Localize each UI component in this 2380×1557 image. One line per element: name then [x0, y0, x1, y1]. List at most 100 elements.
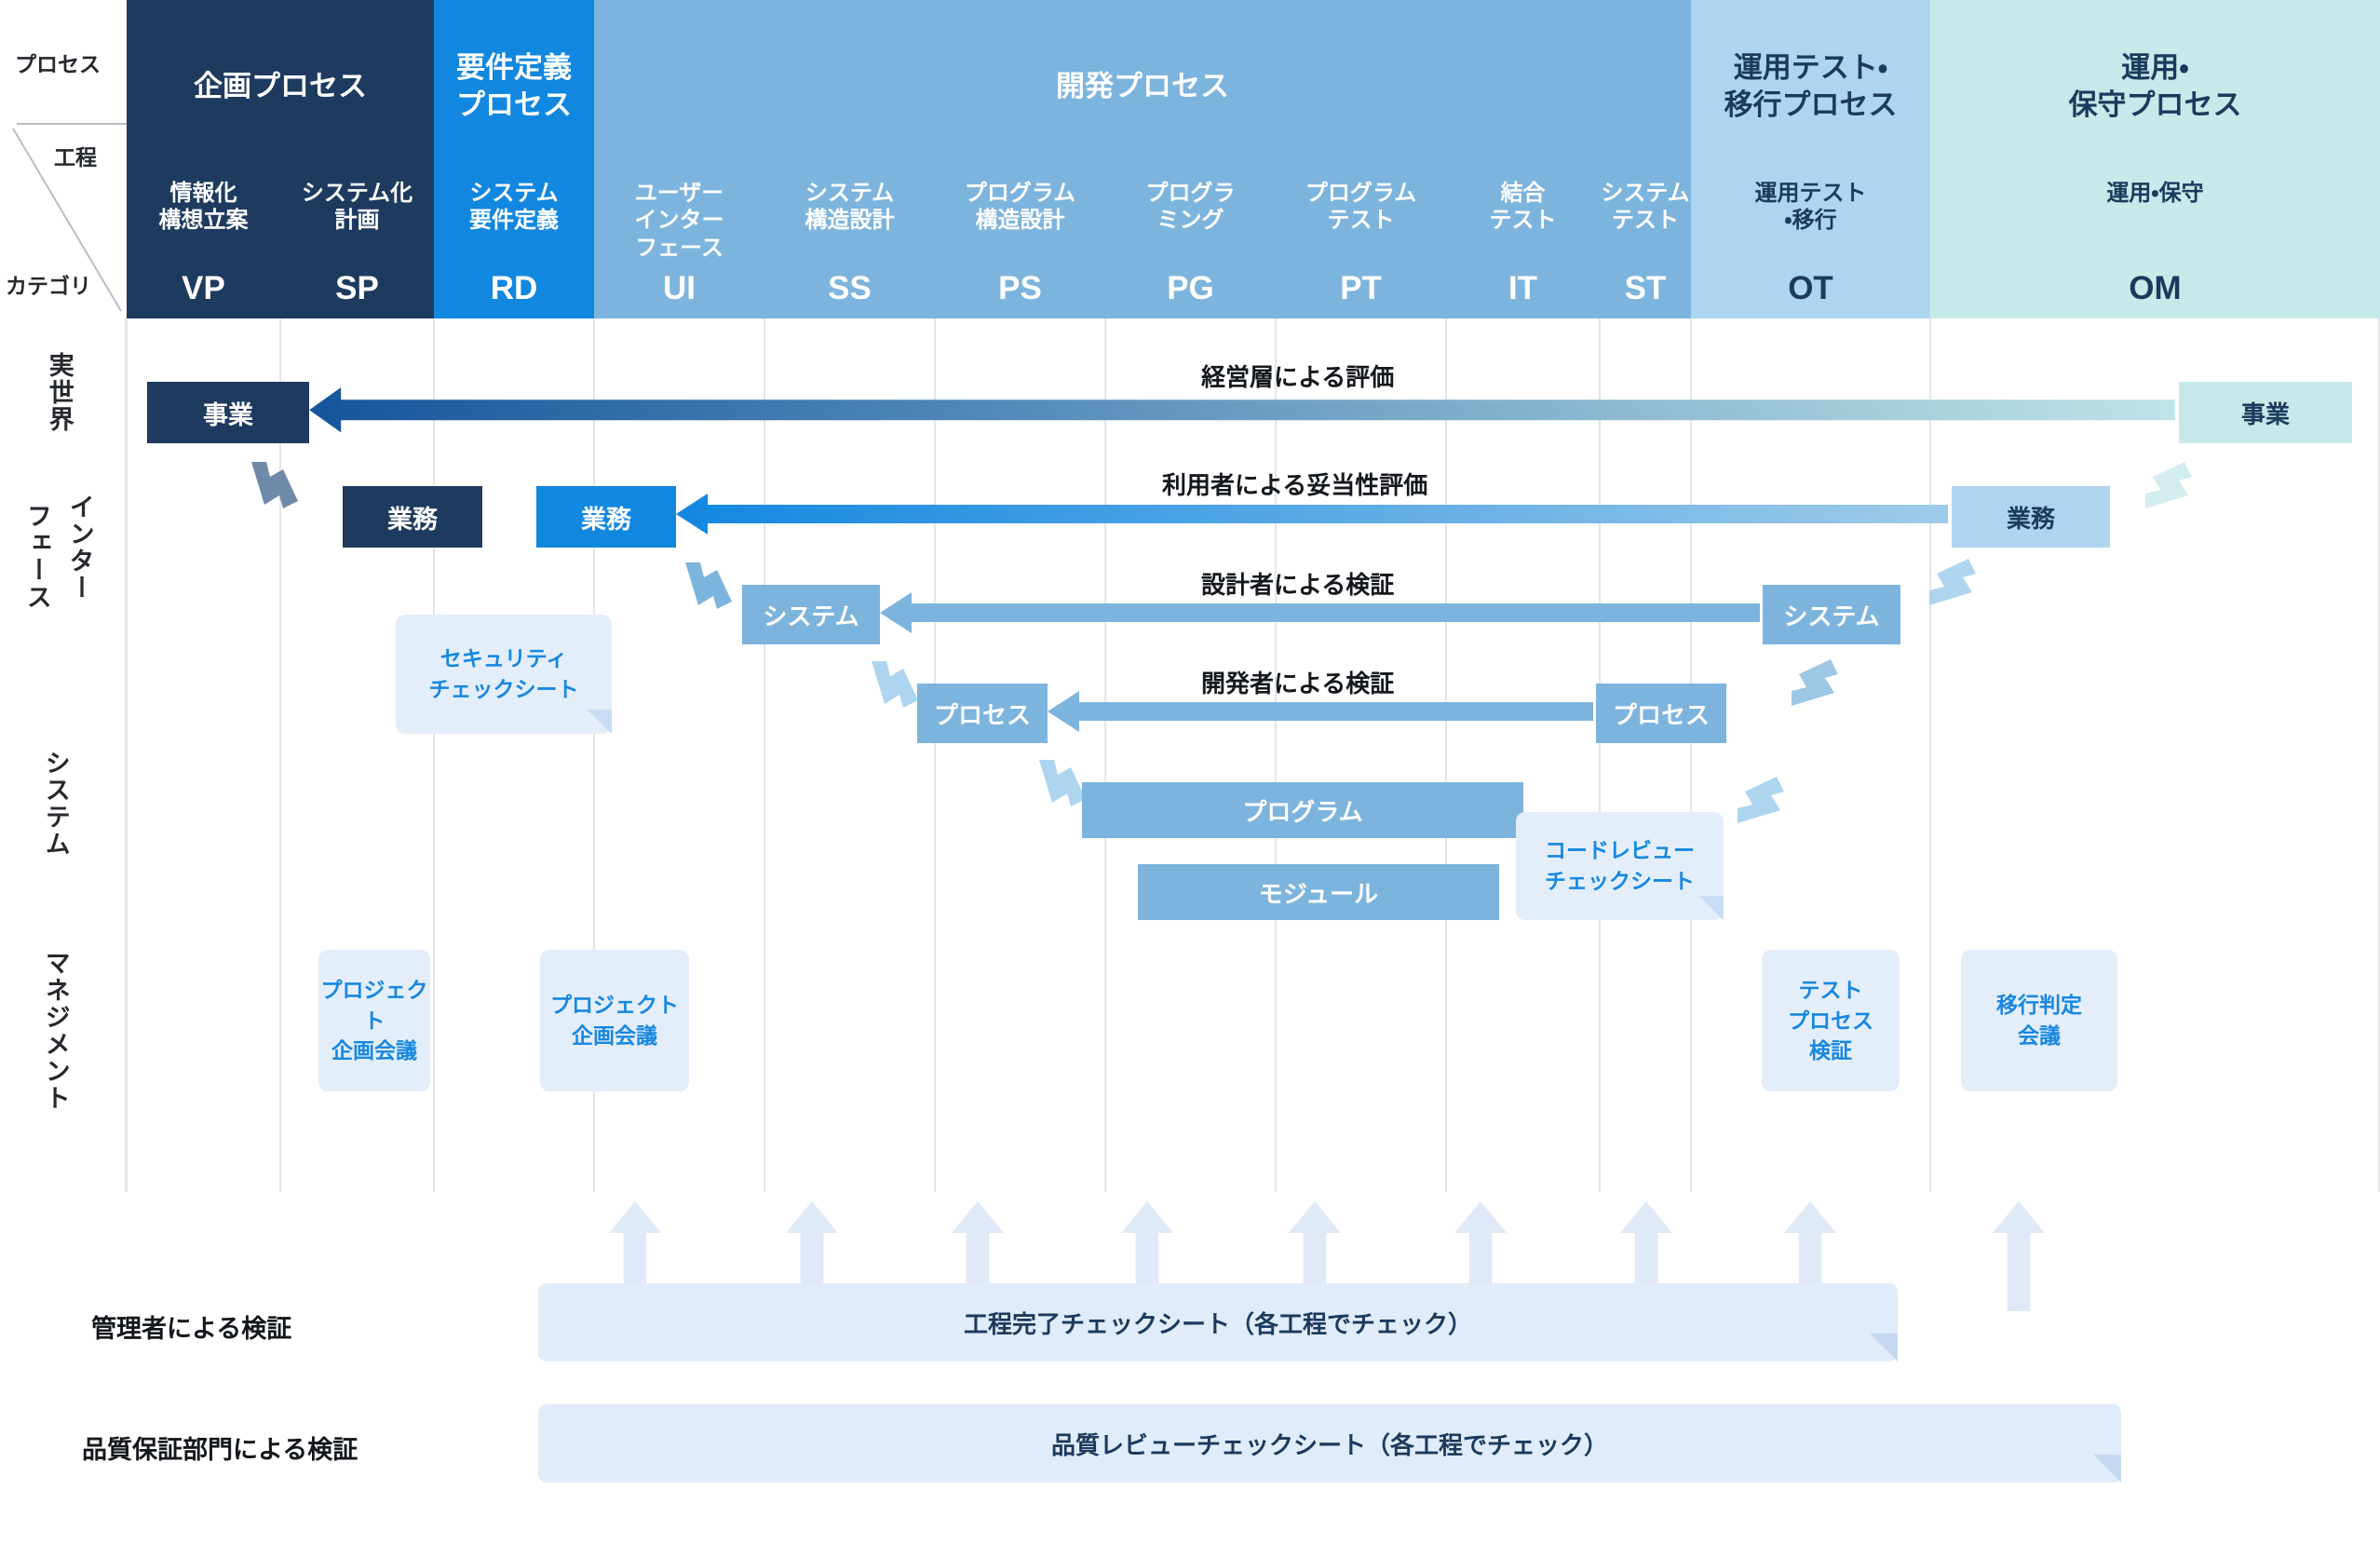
- up-arrow-1: [786, 1201, 838, 1287]
- management-note-label: プロジェクト企画会議: [320, 978, 428, 1063]
- v-box-業務-2: 業務: [343, 486, 482, 548]
- step-code-PG: PG: [1167, 270, 1214, 306]
- step-name-RD: システム要件定義: [469, 181, 559, 234]
- checksheet-note-0: セキュリティチェックシート: [396, 615, 612, 734]
- step-name-PT: プログラムテスト: [1305, 181, 1417, 234]
- step-code-OT: OT: [1788, 270, 1833, 306]
- up-arrow-2: [952, 1201, 1004, 1287]
- management-note-label: テストプロセス検証: [1788, 978, 1873, 1063]
- row-label-1: インター: [65, 494, 94, 602]
- bottom-checksheet-bar-0: 工程完了チェックシート（各工程でチェック）: [538, 1283, 1898, 1361]
- gridline-OM: [1929, 318, 1931, 1192]
- step-name-UI: ユーザーインターフェース: [634, 181, 724, 261]
- step-name-PG: プログラミング: [1145, 181, 1236, 234]
- bottom-checksheet-bar-1: 品質レビューチェックシート（各工程でチェック）: [538, 1404, 2121, 1483]
- bottom-row-tag-0: 管理者による検証: [91, 1315, 292, 1343]
- step-code-PS: PS: [998, 270, 1042, 306]
- process-header-title: 要件定義プロセス: [456, 51, 572, 121]
- legend-divider: [17, 123, 127, 125]
- legend-process-label: プロセス: [15, 52, 101, 76]
- flow-arrow-0: [309, 386, 2175, 433]
- up-arrow-8: [1993, 1201, 2045, 1311]
- bent-arrow-pt-it: [1734, 771, 1792, 829]
- step-header-OM: 運用・保守 OM: [1930, 172, 2380, 318]
- step-name-OT: 運用テスト・移行: [1754, 181, 1867, 234]
- bar-fold-corner: [1870, 1334, 1898, 1361]
- gridline-PG: [1104, 318, 1106, 1192]
- step-name-PS: プログラム構造設計: [964, 181, 1076, 234]
- up-arrow-0: [609, 1201, 661, 1287]
- checksheet-note-label: コードレビューチェックシート: [1545, 838, 1695, 893]
- bent-arrow-it-st: [1788, 654, 1846, 711]
- flow-arrow-2: [880, 592, 1760, 633]
- process-header-2: 開発プロセス: [594, 0, 1691, 172]
- gridline-PT: [1275, 318, 1277, 1192]
- up-arrow-3: [1121, 1201, 1173, 1287]
- process-header-title: 運用テスト・移行プロセス: [1724, 51, 1898, 121]
- process-header-0: 企画プロセス: [127, 0, 434, 172]
- step-header-UI: ユーザーインターフェース UI: [594, 172, 764, 318]
- process-header-title: 企画プロセス: [194, 69, 367, 102]
- process-header-4: 運用・保守プロセス: [1930, 0, 2380, 172]
- step-code-ST: ST: [1624, 270, 1667, 306]
- row-label-3: システム: [41, 750, 70, 858]
- gridline-SS: [764, 318, 765, 1192]
- bottom-checksheet-label: 品質レビューチェックシート（各工程でチェック）: [1050, 1430, 1608, 1459]
- legend-corner-cell: プロセス 工程 カテゴリ: [0, 0, 127, 318]
- step-code-PT: PT: [1340, 270, 1382, 306]
- step-header-PT: プログラムテスト PT: [1276, 172, 1446, 318]
- management-note-2: テストプロセス検証: [1762, 950, 1900, 1091]
- up-arrow-7: [1784, 1201, 1836, 1287]
- management-note-label: 移行判定会議: [1996, 993, 2082, 1048]
- row-label-4: マネジメント: [41, 950, 70, 1112]
- v-box-事業-1: 事業: [2179, 382, 2352, 443]
- flow-arrow-label-2: 設計者による検証: [1201, 571, 1395, 599]
- legend-diagonal-line: [12, 128, 122, 312]
- v-box-システム-6: システム: [1763, 585, 1900, 644]
- legend-step-label: 工程: [54, 145, 97, 169]
- up-arrow-5: [1454, 1201, 1507, 1287]
- step-name-VP: 情報化構想立案: [158, 181, 249, 234]
- process-header-title: 開発プロセス: [1056, 69, 1229, 102]
- process-header-title: 運用・保守プロセス: [2068, 51, 2242, 121]
- step-name-OM: 運用・保守: [2106, 181, 2204, 206]
- gridline-IT: [1445, 318, 1447, 1192]
- step-code-SS: SS: [828, 270, 872, 306]
- step-code-VP: VP: [182, 270, 225, 306]
- row-label-0: 実世界: [45, 352, 74, 433]
- axis-vertical: [125, 318, 127, 1192]
- step-name-SP: システム化計画: [301, 181, 413, 234]
- gridline-end: [2378, 318, 2380, 1192]
- up-arrow-4: [1289, 1201, 1341, 1287]
- up-arrow-6: [1620, 1201, 1672, 1287]
- gridline-VP: [126, 318, 128, 1192]
- legend-category-label: カテゴリ: [6, 274, 91, 298]
- checksheet-note-1: コードレビューチェックシート: [1516, 812, 1724, 920]
- checksheet-note-label: セキュリティチェックシート: [428, 646, 579, 701]
- row-label-2: フェース: [22, 503, 51, 611]
- step-header-VP: 情報化構想立案 VP: [127, 172, 280, 318]
- step-header-PG: プログラミング PG: [1105, 172, 1276, 318]
- management-note-0: プロジェクト企画会議: [318, 950, 430, 1091]
- flow-arrow-label-3: 開発者による検証: [1201, 670, 1395, 697]
- flow-arrow-label-0: 経営層による評価: [1201, 363, 1395, 391]
- step-code-OM: OM: [2129, 270, 2182, 306]
- step-header-ST: システムテスト ST: [1600, 172, 1691, 318]
- process-header-3: 運用テスト・移行プロセス: [1691, 0, 1930, 172]
- bent-arrow-rd-ui: [680, 559, 737, 616]
- step-header-OT: 運用テスト・移行 OT: [1691, 172, 1930, 318]
- gridline-ST: [1599, 318, 1601, 1192]
- step-code-RD: RD: [490, 270, 538, 306]
- v-box-業務-3: 業務: [536, 486, 676, 548]
- flow-arrow-label-1: 利用者による妥当性評価: [1162, 471, 1428, 499]
- bent-arrow-st-ot: [1926, 553, 1983, 611]
- v-box-プロセス-7: プロセス: [917, 684, 1048, 743]
- management-note-label: プロジェクト企画会議: [550, 993, 679, 1048]
- management-note-1: プロジェクト企画会議: [540, 950, 689, 1091]
- step-code-UI: UI: [663, 270, 696, 306]
- gridline-SP: [279, 318, 281, 1192]
- step-name-ST: システムテスト: [1601, 181, 1690, 234]
